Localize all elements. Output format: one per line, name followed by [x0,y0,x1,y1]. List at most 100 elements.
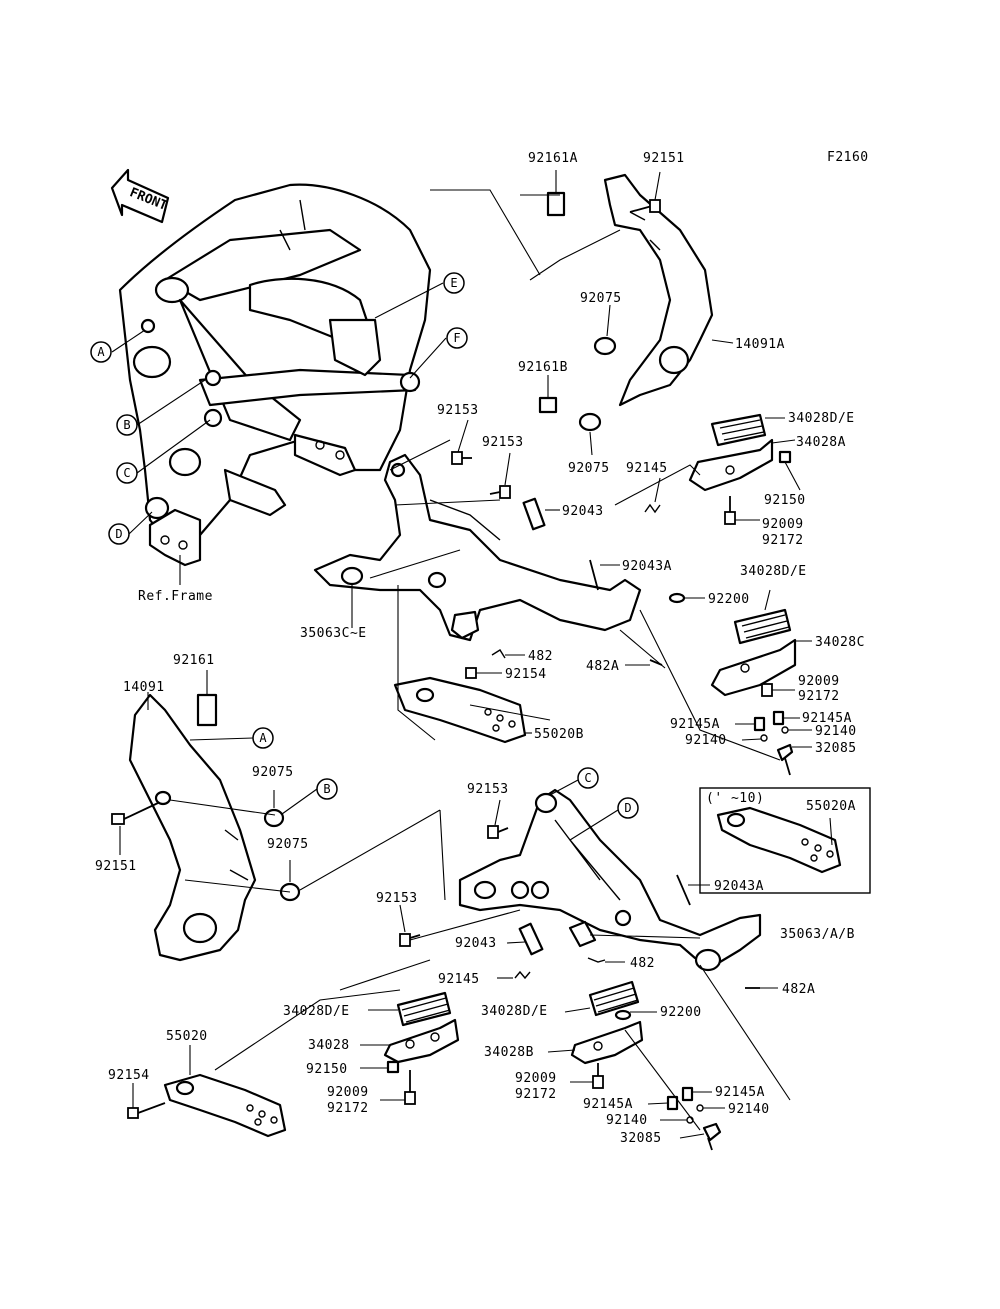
label-92075-l2: 92075 [267,837,309,852]
callout-d-frame: D [108,511,153,545]
cover-14091a [603,173,734,407]
label-482a-bot: 482A [782,982,815,997]
callout-b-cover: B [281,778,338,815]
frame-assembly [118,183,432,585]
label-35063-a-b: 35063/A/B [780,927,855,942]
pin-92043a-top [589,559,620,591]
label-34028: 34028 [308,1038,350,1053]
label-92161b: 92161B [518,360,568,375]
label-34028a: 34028A [796,435,846,450]
pin-482-bot [568,920,625,963]
collar-92075-top [593,304,617,356]
collar-92075-mid [578,412,602,456]
label-92043-top: 92043 [562,504,604,519]
bolt-92153-b [489,452,511,499]
callout-c-frame: C [116,419,211,484]
cover-14091 [128,692,257,962]
label-34028de-1: 34028D/E [788,411,855,426]
washer-92140-4 [696,1104,725,1112]
spring-92145a-4 [681,1086,712,1102]
bolt-92153-a [451,419,472,465]
washer-92140-1 [741,734,768,742]
footpeg-bracket-34028a [688,438,796,492]
label-32085-top: 32085 [815,741,857,756]
label-92200-bot: 92200 [660,1005,702,1020]
callout-c-bracket: C [549,767,599,796]
label-92153-b: 92153 [482,435,524,450]
spring-92145a-2 [772,710,800,726]
svg-text:B: B [123,418,130,432]
bolt-32085-bot [679,1122,722,1151]
bolt-92154-top [465,667,502,679]
callout-b-frame: B [116,379,206,436]
label-92009-3: 92009 [327,1085,369,1100]
ref-frame-label: Ref.Frame [138,589,213,604]
pin-92043-bot [506,922,544,956]
label-92161: 92161 [173,653,215,668]
label-92200-top: 92200 [708,592,750,607]
label-92151-top: 92151 [643,151,685,166]
label-55020: 55020 [166,1029,208,1044]
callout-a-frame: A [90,329,146,363]
label-92145a-1: 92145A [670,717,720,732]
label-55020a-range: (' ~10) [706,791,764,806]
label-92075-mid: 92075 [568,461,610,476]
svg-text:C: C [123,466,130,480]
label-92145a-2: 92145A [802,711,852,726]
callout-d-bracket: D [569,797,639,841]
label-92043a-top: 92043A [622,559,672,574]
bolt-92009-3 [380,1070,416,1105]
label-32085-bot: 32085 [620,1131,662,1146]
label-92009-2: 92009 [798,674,840,689]
label-34028de-4: 34028D/E [481,1004,548,1019]
label-34028c: 34028C [815,635,865,650]
heel-guard-55020 [163,1045,287,1138]
label-55020b: 55020B [534,727,584,742]
label-92154-top: 92154 [505,667,547,682]
footpeg-bracket-34028b [547,1020,644,1065]
label-92150-bot: 92150 [306,1062,348,1077]
label-34028de-2: 34028D/E [740,564,807,579]
label-92009-1: 92009 [762,517,804,532]
label-92172-2: 92172 [798,689,840,704]
label-34028de-3: 34028D/E [283,1004,350,1019]
label-92153-a: 92153 [437,403,479,418]
label-92140-1: 92140 [685,733,727,748]
label-92043-bot: 92043 [455,936,497,951]
svg-text:C: C [584,771,591,785]
label-92151-left: 92151 [95,859,137,874]
spring-92150-bot [360,1060,400,1074]
clip-92200-bot [614,1009,657,1021]
label-92154-bot: 92154 [108,1068,150,1083]
label-482-bot: 482 [630,956,655,971]
label-55020a: 55020A [806,799,856,814]
footpeg-bracket-34028c [710,638,812,697]
label-92140-2: 92140 [815,724,857,739]
grommet-left [154,790,172,806]
svg-text:A: A [97,345,105,359]
cushion-92161a [546,170,566,217]
cushion-92161 [196,670,218,727]
svg-text:A: A [259,731,267,745]
label-14091: 14091 [123,680,165,695]
bolt-92009-2 [761,683,795,697]
footpeg-bracket-34028 [360,1018,460,1064]
label-92153-c: 92153 [467,782,509,797]
label-92140-4: 92140 [728,1102,770,1117]
bolt-92009-4 [570,1063,604,1089]
callout-e-frame: E [374,272,465,319]
pin-482-top [491,649,525,659]
svg-text:D: D [115,527,122,541]
bolt-92151-top [629,171,661,213]
footpeg-34028de-4 [564,980,640,1017]
label-92075-l1: 92075 [252,765,294,780]
collar-92075-l2 [279,860,301,902]
bolt-32085-top [776,743,812,776]
label-92172-1: 92172 [762,533,804,548]
svg-text:D: D [624,801,631,815]
bracket-35063c-e [313,453,642,642]
bolt-92009-top [724,496,760,525]
svg-text:B: B [323,782,330,796]
front-arrow: FRONT [110,168,169,224]
svg-text:F: F [453,331,460,345]
